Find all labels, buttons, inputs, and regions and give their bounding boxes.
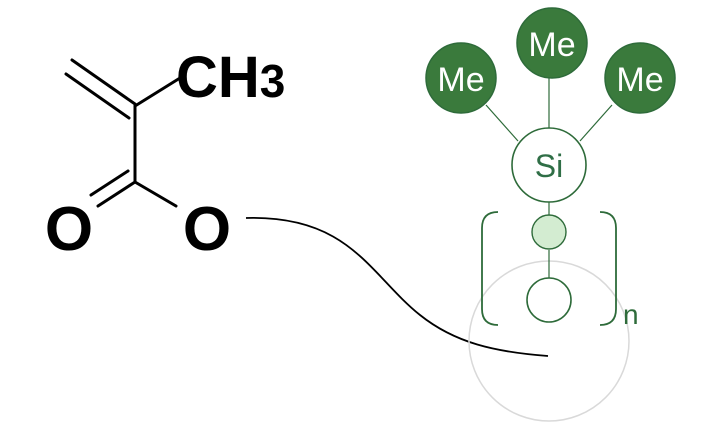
methyl-circle-top — [516, 7, 588, 79]
carbonyl-bond-2 — [89, 169, 130, 197]
ester-oxygen-label: O — [183, 195, 231, 264]
methyl-group-label-top: Me — [528, 26, 575, 64]
methyl-circle-left — [425, 42, 497, 114]
carbonyl-oxygen-label: O — [45, 195, 93, 264]
vinyl-bond-2 — [64, 72, 131, 120]
methyl-group-label-left: Me — [437, 61, 484, 99]
methyl-bond — [133, 76, 182, 108]
siloxane-fragment: Me Me Me Si n — [425, 7, 676, 422]
si-me-bond-left — [485, 104, 519, 142]
ester-bond — [133, 180, 178, 208]
methacrylate-fragment: CH3 O O — [45, 45, 285, 264]
silicon-label: Si — [535, 148, 563, 184]
oxygen-node — [531, 214, 567, 250]
repeat-bracket-left — [481, 211, 499, 326]
methyl-group-label-right: Me — [616, 61, 663, 99]
methyl-circle-right — [604, 42, 676, 114]
methyl-label: CH3 — [176, 45, 285, 110]
carbonyl-bond-1 — [96, 180, 137, 208]
si-me-bond-right — [579, 104, 613, 142]
linker-curve — [245, 217, 549, 357]
vinyl-bond-1 — [70, 58, 137, 106]
ring-node — [526, 277, 572, 323]
repeat-subscript-n: n — [623, 299, 639, 330]
repeat-bracket-right — [599, 211, 617, 326]
silicon-circle — [511, 127, 587, 203]
methyl-subscript: 3 — [260, 55, 286, 107]
